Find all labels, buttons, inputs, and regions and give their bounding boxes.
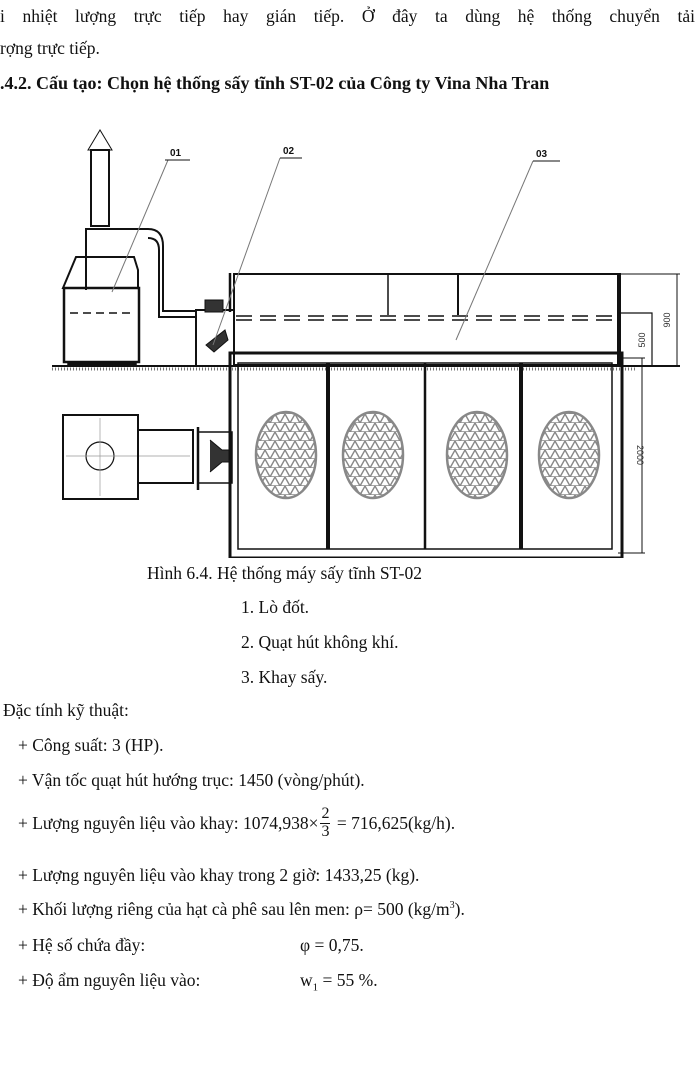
- dimension-900: 900: [662, 312, 672, 327]
- label-03: 03: [536, 149, 548, 160]
- spec-feed-rate: + Lượng nguyên liệu vào khay: 1074,938×2…: [18, 805, 456, 841]
- furnace-top-view: [62, 414, 139, 500]
- spec-density: + Khối lượng riêng của hạt cà phê sau lê…: [18, 899, 465, 919]
- bean-pattern-4: [537, 410, 601, 500]
- paragraph-line-1: i nhiệt lượng trực tiếp hay gián tiếp. Ở…: [0, 6, 695, 26]
- label-01: 01: [170, 148, 182, 159]
- fill-value: φ = 0,75.: [300, 935, 364, 955]
- furnace-top: [61, 256, 139, 289]
- duct: [85, 228, 197, 318]
- fan-motor: [205, 329, 229, 353]
- dryer-frame: [228, 351, 624, 558]
- side-view: [52, 129, 680, 371]
- legend-item-1: 1. Lò đốt.: [241, 597, 310, 617]
- label-02: 02: [283, 146, 295, 157]
- section-heading: .4.2. Cấu tạo: Chọn hệ thống sấy tĩnh ST…: [0, 73, 550, 93]
- fan-top-view: [197, 431, 233, 484]
- dimension-2000: 2000: [635, 445, 645, 465]
- spec-moisture: + Độ ẩm nguyên liệu vào:w1 = 55 %.: [18, 970, 378, 994]
- bean-pattern-2: [341, 410, 405, 500]
- specs-title: Đặc tính kỹ thuật:: [3, 700, 129, 720]
- spec-feed-2h: + Lượng nguyên liệu vào khay trong 2 giờ…: [18, 865, 420, 885]
- legend-item-3: 3. Khay sấy.: [241, 667, 328, 687]
- spec-fill-factor: + Hệ số chứa đầy:φ = 0,75.: [18, 935, 364, 955]
- duct-top-view: [137, 429, 194, 484]
- legend-item-2: 2. Quạt hút không khí.: [241, 632, 399, 652]
- chimney-cap: [87, 129, 113, 151]
- paragraph-line-2: rợng trực tiếp.: [0, 38, 100, 58]
- spec-fan-speed: + Vận tốc quạt hút hướng trục: 1450 (vòn…: [18, 770, 365, 790]
- dimension-500: 500: [637, 332, 647, 347]
- dryer-system-drawing: 01 02 03 900 500 2000 6000: [52, 129, 680, 558]
- spec-feed-rate-result: = 716,625(kg/h).: [332, 812, 456, 833]
- furnace-body: [62, 286, 141, 364]
- bean-pattern-3: [445, 410, 509, 500]
- moisture-value: w1 = 55 %.: [300, 970, 378, 994]
- coffee-beans: [254, 410, 601, 500]
- figure-caption: Hình 6.4. Hệ thống máy sấy tĩnh ST-02: [147, 563, 422, 583]
- top-view: [62, 351, 645, 558]
- bean-pattern-1: [254, 410, 318, 500]
- chimney: [90, 149, 110, 227]
- spec-power: + Công suất: 3 (HP).: [18, 735, 164, 755]
- spec-feed-rate-label: + Lượng nguyên liệu vào khay: 1074,938×: [18, 812, 319, 833]
